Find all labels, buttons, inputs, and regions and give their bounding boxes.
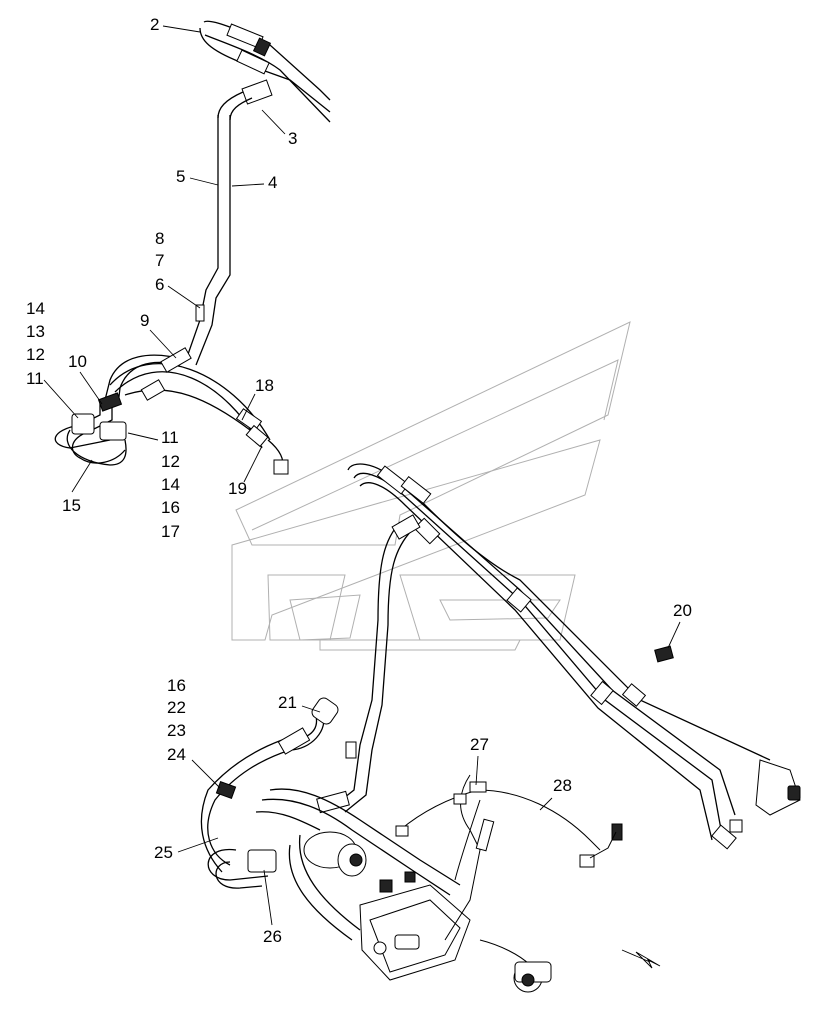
callout-c2: 2 [150,15,159,34]
callout-c7: 7 [155,251,164,270]
lower-valve-assembly [200,645,674,993]
callout-c11b: 11 [161,428,179,447]
callout-c11a: 11 [26,369,44,388]
callout-c20: 20 [673,601,692,620]
callout-c14b: 14 [161,475,180,494]
callout-c27: 27 [470,735,489,754]
callout-c4: 4 [268,173,277,192]
callout-c6: 6 [155,275,164,294]
callout-c28: 28 [553,776,572,795]
callout-c10: 10 [68,352,87,371]
right-long-hoses [347,463,801,850]
watermark-logo [231,321,631,651]
leader-lines [43,25,681,926]
callout-c15: 15 [62,496,81,515]
callout-c26: 26 [263,927,282,946]
callout-c21: 21 [278,693,297,712]
callout-c22: 22 [167,698,186,717]
callout-c5: 5 [176,167,185,186]
upper-hose-assembly [54,20,331,475]
callout-c12a: 12 [26,345,45,364]
callout-c19: 19 [228,479,247,498]
callout-c13: 13 [26,322,45,341]
callout-c3: 3 [288,129,297,148]
callout-c18: 18 [255,376,274,395]
callout-c24: 24 [167,745,186,764]
callout-c12b: 12 [161,452,180,471]
callout-c25: 25 [154,843,173,862]
callout-c16b: 16 [167,676,186,695]
callout-c17: 17 [161,522,180,541]
callout-c8: 8 [155,229,164,248]
middle-hoses [316,514,421,814]
callout-c16a: 16 [161,498,180,517]
callout-c9: 9 [140,311,149,330]
callout-c23: 23 [167,721,186,740]
callout-c14a: 14 [26,299,45,318]
